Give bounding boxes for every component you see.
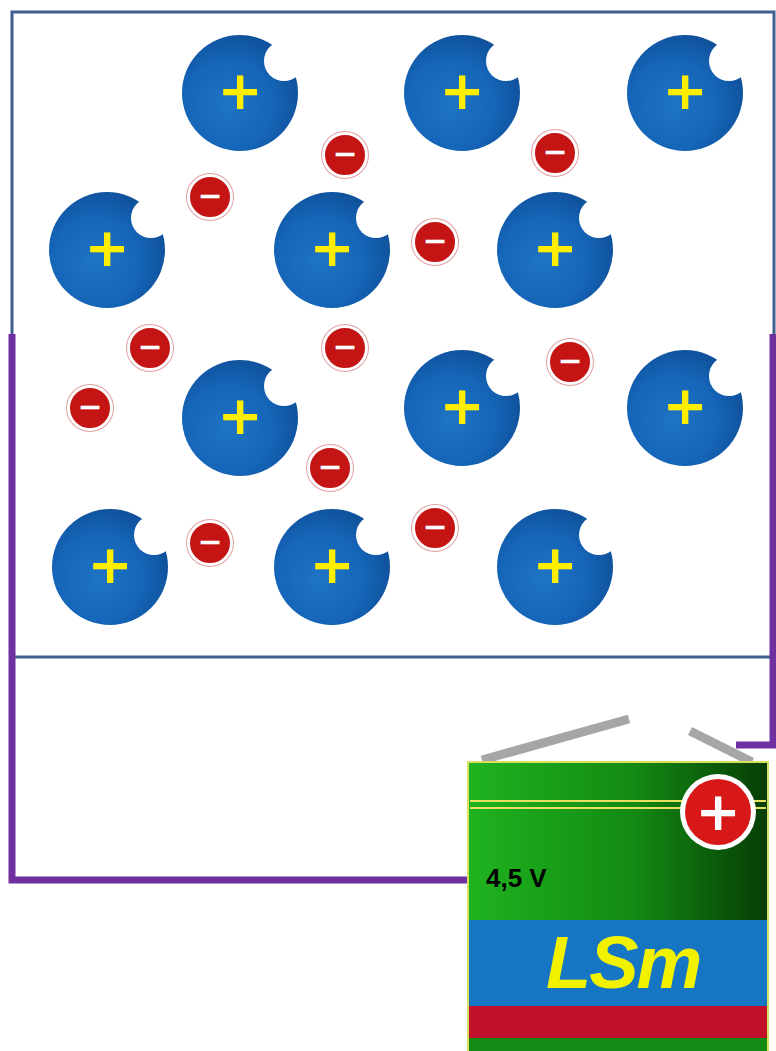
charge-sign: + — [532, 538, 577, 592]
ion-highlight — [356, 515, 396, 555]
battery-terminal — [690, 731, 752, 762]
free-electron: − — [547, 339, 593, 385]
charge-sign: + — [87, 538, 132, 592]
positive-ion: + — [49, 192, 165, 308]
ion-highlight — [579, 198, 619, 238]
battery-voltage: 4,5 V — [486, 865, 547, 891]
positive-ion: + — [182, 360, 298, 476]
positive-ion: + — [627, 35, 743, 151]
free-electron: − — [412, 219, 458, 265]
charge-sign: − — [197, 527, 222, 557]
battery-polarity: + — [683, 777, 753, 847]
free-electron: − — [322, 325, 368, 371]
free-electron: − — [67, 385, 113, 431]
wire — [12, 334, 468, 880]
battery-symbol — [468, 762, 768, 1051]
charge-sign: + — [439, 64, 484, 118]
positive-ion: + — [52, 509, 168, 625]
charge-sign: − — [542, 137, 567, 167]
ion-highlight — [356, 198, 396, 238]
charge-sign: − — [137, 332, 162, 362]
free-electron: − — [187, 174, 233, 220]
charge-sign: + — [217, 389, 262, 443]
positive-ion: + — [497, 509, 613, 625]
ion-highlight — [486, 41, 526, 81]
positive-ion: + — [497, 192, 613, 308]
charge-sign: − — [317, 452, 342, 482]
ion-highlight — [709, 356, 749, 396]
ion-highlight — [486, 356, 526, 396]
free-electron: − — [187, 520, 233, 566]
charge-sign: + — [532, 221, 577, 275]
positive-ion: + — [627, 350, 743, 466]
free-electron: − — [307, 445, 353, 491]
charge-sign: + — [309, 221, 354, 275]
battery: +4,5 V LSm — [468, 762, 768, 1051]
ion-highlight — [264, 366, 304, 406]
positive-ion: + — [404, 35, 520, 151]
positive-ion: + — [404, 350, 520, 466]
charge-sign: + — [309, 538, 354, 592]
battery-brand: LSm — [546, 926, 700, 1000]
charge-sign: − — [332, 332, 357, 362]
positive-ion: + — [274, 192, 390, 308]
charge-sign: − — [77, 392, 102, 422]
ion-highlight — [131, 198, 171, 238]
charge-sign: + — [662, 64, 707, 118]
free-electron: − — [127, 325, 173, 371]
ion-highlight — [134, 515, 174, 555]
charge-sign: − — [422, 226, 447, 256]
charge-sign: + — [662, 379, 707, 433]
ion-highlight — [709, 41, 749, 81]
battery-terminal — [482, 719, 629, 760]
free-electron: − — [532, 130, 578, 176]
ion-highlight — [579, 515, 619, 555]
ion-highlight — [264, 41, 304, 81]
charge-sign: + — [217, 64, 262, 118]
charge-sign: − — [422, 512, 447, 542]
charge-sign: − — [332, 139, 357, 169]
charge-sign: − — [197, 181, 222, 211]
free-electron: − — [412, 505, 458, 551]
metal-block — [12, 12, 774, 657]
charge-sign: − — [557, 346, 582, 376]
charge-sign: + — [84, 221, 129, 275]
charge-sign: + — [439, 379, 484, 433]
free-electron: − — [322, 132, 368, 178]
positive-ion: + — [182, 35, 298, 151]
positive-ion: + — [274, 509, 390, 625]
